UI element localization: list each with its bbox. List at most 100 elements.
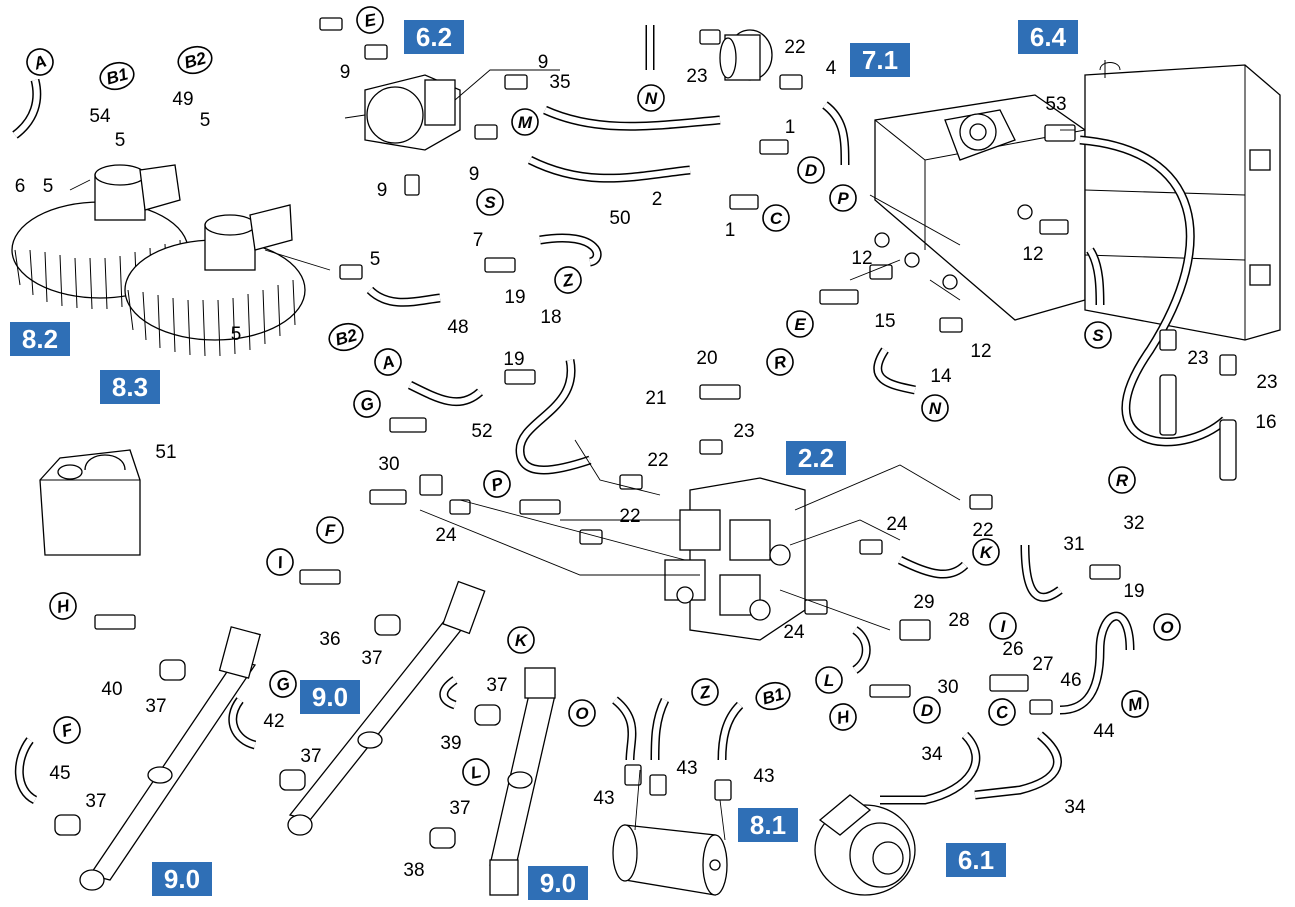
part-number-23: 23 [686,66,707,87]
connector-oval [568,699,596,727]
connector-oval [691,678,719,706]
connector-label-l: L [815,666,843,694]
part-number-21: 21 [645,388,666,409]
connector-oval [1108,466,1136,494]
part-number-22: 22 [619,506,640,527]
connector-oval [786,310,814,338]
connector-label-k: K [972,538,1000,566]
connector-label-k: K [507,626,535,654]
connector-label-l: L [462,758,490,786]
part-number-37: 37 [361,648,382,669]
part-number-32: 32 [1123,513,1144,534]
connector-text: C [770,209,783,228]
connector-text: L [469,762,483,783]
connector-text: D [805,161,817,180]
svg-text:6.2: 6.2 [416,22,452,52]
part-number-38: 38 [403,860,424,881]
motor-8-1 [612,824,728,896]
pump-6-1 [814,794,916,896]
connector-label-n: N [921,394,949,422]
connector-text: R [1116,471,1129,490]
part-number-34: 34 [921,744,943,765]
connector-label-f: F [316,516,344,544]
connector-oval [316,516,344,544]
connector-text: O [575,704,588,723]
pump-6-2 [344,74,461,151]
part-number-9: 9 [377,180,388,201]
svg-text:2.2: 2.2 [798,443,834,473]
part-number-24: 24 [886,514,908,535]
connector-oval [913,696,941,724]
part-number-53: 53 [1045,94,1066,115]
connector-label-h: H [49,592,77,620]
section-badge-6-2: 6.2 [404,20,464,54]
hoses [12,25,1228,805]
connector-text: G [274,674,292,696]
connector-oval [53,716,81,744]
svg-text:7.1: 7.1 [862,45,898,75]
part-number-19: 19 [503,349,524,370]
part-number-4: 4 [826,58,837,79]
connector-oval [766,348,794,376]
part-number-48: 48 [447,317,468,338]
connector-oval [637,84,665,112]
part-number-12: 12 [851,248,872,269]
connector-oval [797,156,825,184]
connector-label-i: I [266,548,294,576]
part-number-37: 37 [85,791,106,812]
part-number-24: 24 [435,525,457,546]
connector-oval [972,538,1000,566]
connector-text: A [379,352,397,374]
connector-label-e: E [356,6,384,34]
part-number-20: 20 [696,348,717,369]
connector-oval [762,204,790,232]
connector-label-g: G [353,390,381,418]
connector-oval [462,758,490,786]
connector-text: S [1092,326,1104,345]
connector-label-n: N [637,84,665,112]
part-number-37: 37 [449,798,470,819]
svg-text:8.1: 8.1 [750,810,786,840]
connector-oval [989,612,1017,640]
connector-oval [266,548,294,576]
section-badge-6-1: 6.1 [946,843,1006,877]
part-number-30: 30 [937,677,958,698]
connector-label-z: Z [691,678,719,706]
connector-oval [1121,690,1149,718]
connector-oval [26,48,54,76]
connector-label-b1: B1 [99,61,135,91]
part-number-19: 19 [504,287,525,308]
connector-label-c: C [988,698,1016,726]
part-number-49: 49 [172,89,193,110]
section-badge-8-2: 8.2 [10,322,70,356]
connector-oval [328,322,364,352]
part-number-9: 9 [538,52,549,73]
part-number-44: 44 [1093,721,1115,742]
connector-text: H [55,596,71,617]
svg-text:9.0: 9.0 [164,864,200,894]
section-badge-8-3: 8.3 [100,370,160,404]
part-number-5: 5 [370,249,381,270]
part-number-22: 22 [647,450,668,471]
svg-text:8.2: 8.2 [22,324,58,354]
connector-oval [921,394,949,422]
part-number-46: 46 [1060,670,1081,691]
connector-text: B1 [760,684,786,708]
part-number-5: 5 [43,176,54,197]
connector-label-b1: B1 [755,681,791,711]
section-badge-8-1: 8.1 [738,808,798,842]
part-number-34: 34 [1064,797,1086,818]
connector-label-r: R [1108,466,1136,494]
connector-label-g: G [269,670,297,698]
part-number-29: 29 [913,592,934,613]
part-number-28: 28 [948,610,969,631]
side-brush-right [124,204,306,357]
part-number-27: 27 [1032,654,1053,675]
connector-oval [99,61,135,91]
connector-text: Z [697,682,712,703]
connector-text: N [645,89,658,108]
connector-label-a: A [26,48,54,76]
